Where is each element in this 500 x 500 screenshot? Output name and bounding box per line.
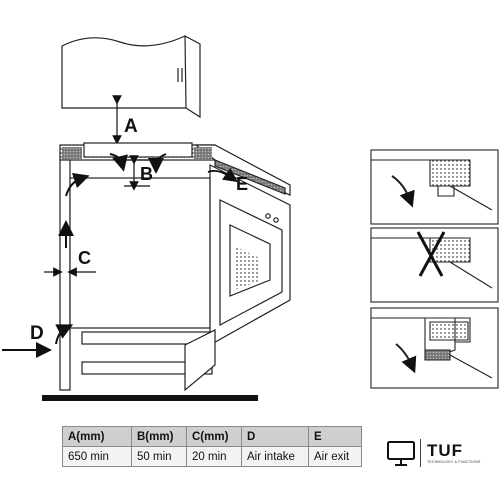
- vent-grille: [194, 147, 212, 159]
- detail-panel-3: [370, 307, 499, 389]
- detail-panel-2: [370, 227, 499, 303]
- table-header-row: A(mm) B(mm) C(mm) D E: [62, 426, 362, 447]
- table-row: 650 min 50 min 20 min Air intake Air exi…: [62, 446, 362, 467]
- wall-cabinet: [61, 35, 201, 119]
- header-a: A(mm): [62, 426, 132, 447]
- value-d: Air intake: [241, 446, 309, 467]
- arrow-d: [2, 324, 74, 358]
- label-a: A: [124, 116, 138, 137]
- airflow-arrows: [65, 153, 167, 197]
- oven-housing: [59, 142, 291, 392]
- header-b: B(mm): [131, 426, 187, 447]
- tv-icon: [387, 441, 415, 466]
- logo-tagline: TECHNOLOGY & FUNCTIONS: [427, 460, 481, 464]
- floor: [42, 395, 258, 401]
- header-e: E: [308, 426, 362, 447]
- label-c: C: [78, 248, 91, 268]
- spec-table: A(mm) B(mm) C(mm) D E 650 min 50 min 20 …: [62, 426, 362, 467]
- value-b: 50 min: [131, 446, 187, 467]
- label-e: E: [236, 174, 248, 194]
- logo-divider: [420, 439, 421, 467]
- header-d: D: [241, 426, 309, 447]
- header-c: C(mm): [186, 426, 242, 447]
- detail-panel-1: [370, 149, 499, 225]
- arrow-e: [207, 167, 238, 183]
- value-a: 650 min: [62, 446, 132, 467]
- label-d: D: [30, 323, 44, 344]
- dimension-c: [44, 220, 96, 277]
- dimension-b: [124, 155, 150, 191]
- value-c: 20 min: [186, 446, 242, 467]
- vent-grille: [62, 147, 82, 159]
- label-b: B: [140, 164, 153, 184]
- tuf-logo: TUF TECHNOLOGY & FUNCTIONS: [386, 436, 481, 470]
- value-e: Air exit: [308, 446, 362, 467]
- logo-brand: TUF: [427, 441, 464, 460]
